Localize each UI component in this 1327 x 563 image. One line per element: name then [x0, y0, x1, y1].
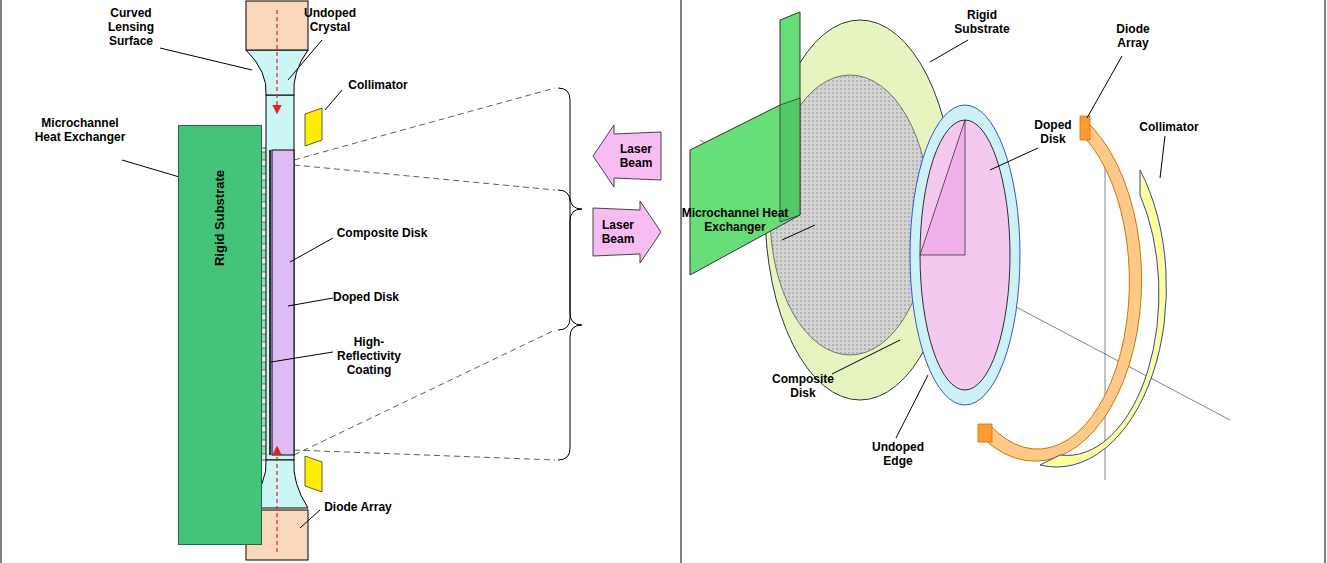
part-label: Diode Array [316, 500, 400, 514]
part-label: Collimator [1130, 120, 1208, 134]
laser-beam-arrow: Laser Beam [592, 124, 662, 188]
part-label: Collimator [340, 78, 416, 92]
beam-label: Laser Beam [596, 218, 640, 246]
part-label: High-Reflectivity Coating [326, 335, 412, 377]
beam-label: Laser Beam [614, 142, 658, 170]
substrate-block: Rigid Substrate [178, 125, 262, 545]
substrate-label: Rigid Substrate [213, 170, 227, 266]
part-label: Curved Lensing Surface [100, 6, 162, 48]
part-label: Undoped Crystal [300, 6, 360, 34]
part-label: Microchannel Heat Exchanger [30, 116, 130, 144]
part-label: Undoped Edge [866, 440, 930, 468]
part-label: Composite Disk [326, 226, 438, 240]
part-label: Microchannel Heat Exchanger [680, 206, 790, 234]
part-label: Rigid Substrate [946, 8, 1018, 36]
part-label: Doped Disk [1026, 118, 1080, 146]
part-label: Doped Disk [326, 290, 406, 304]
part-label: Diode Array [1106, 22, 1160, 50]
laser-beam-arrow: Laser Beam [592, 200, 662, 264]
part-label: Composite Disk [766, 372, 840, 400]
